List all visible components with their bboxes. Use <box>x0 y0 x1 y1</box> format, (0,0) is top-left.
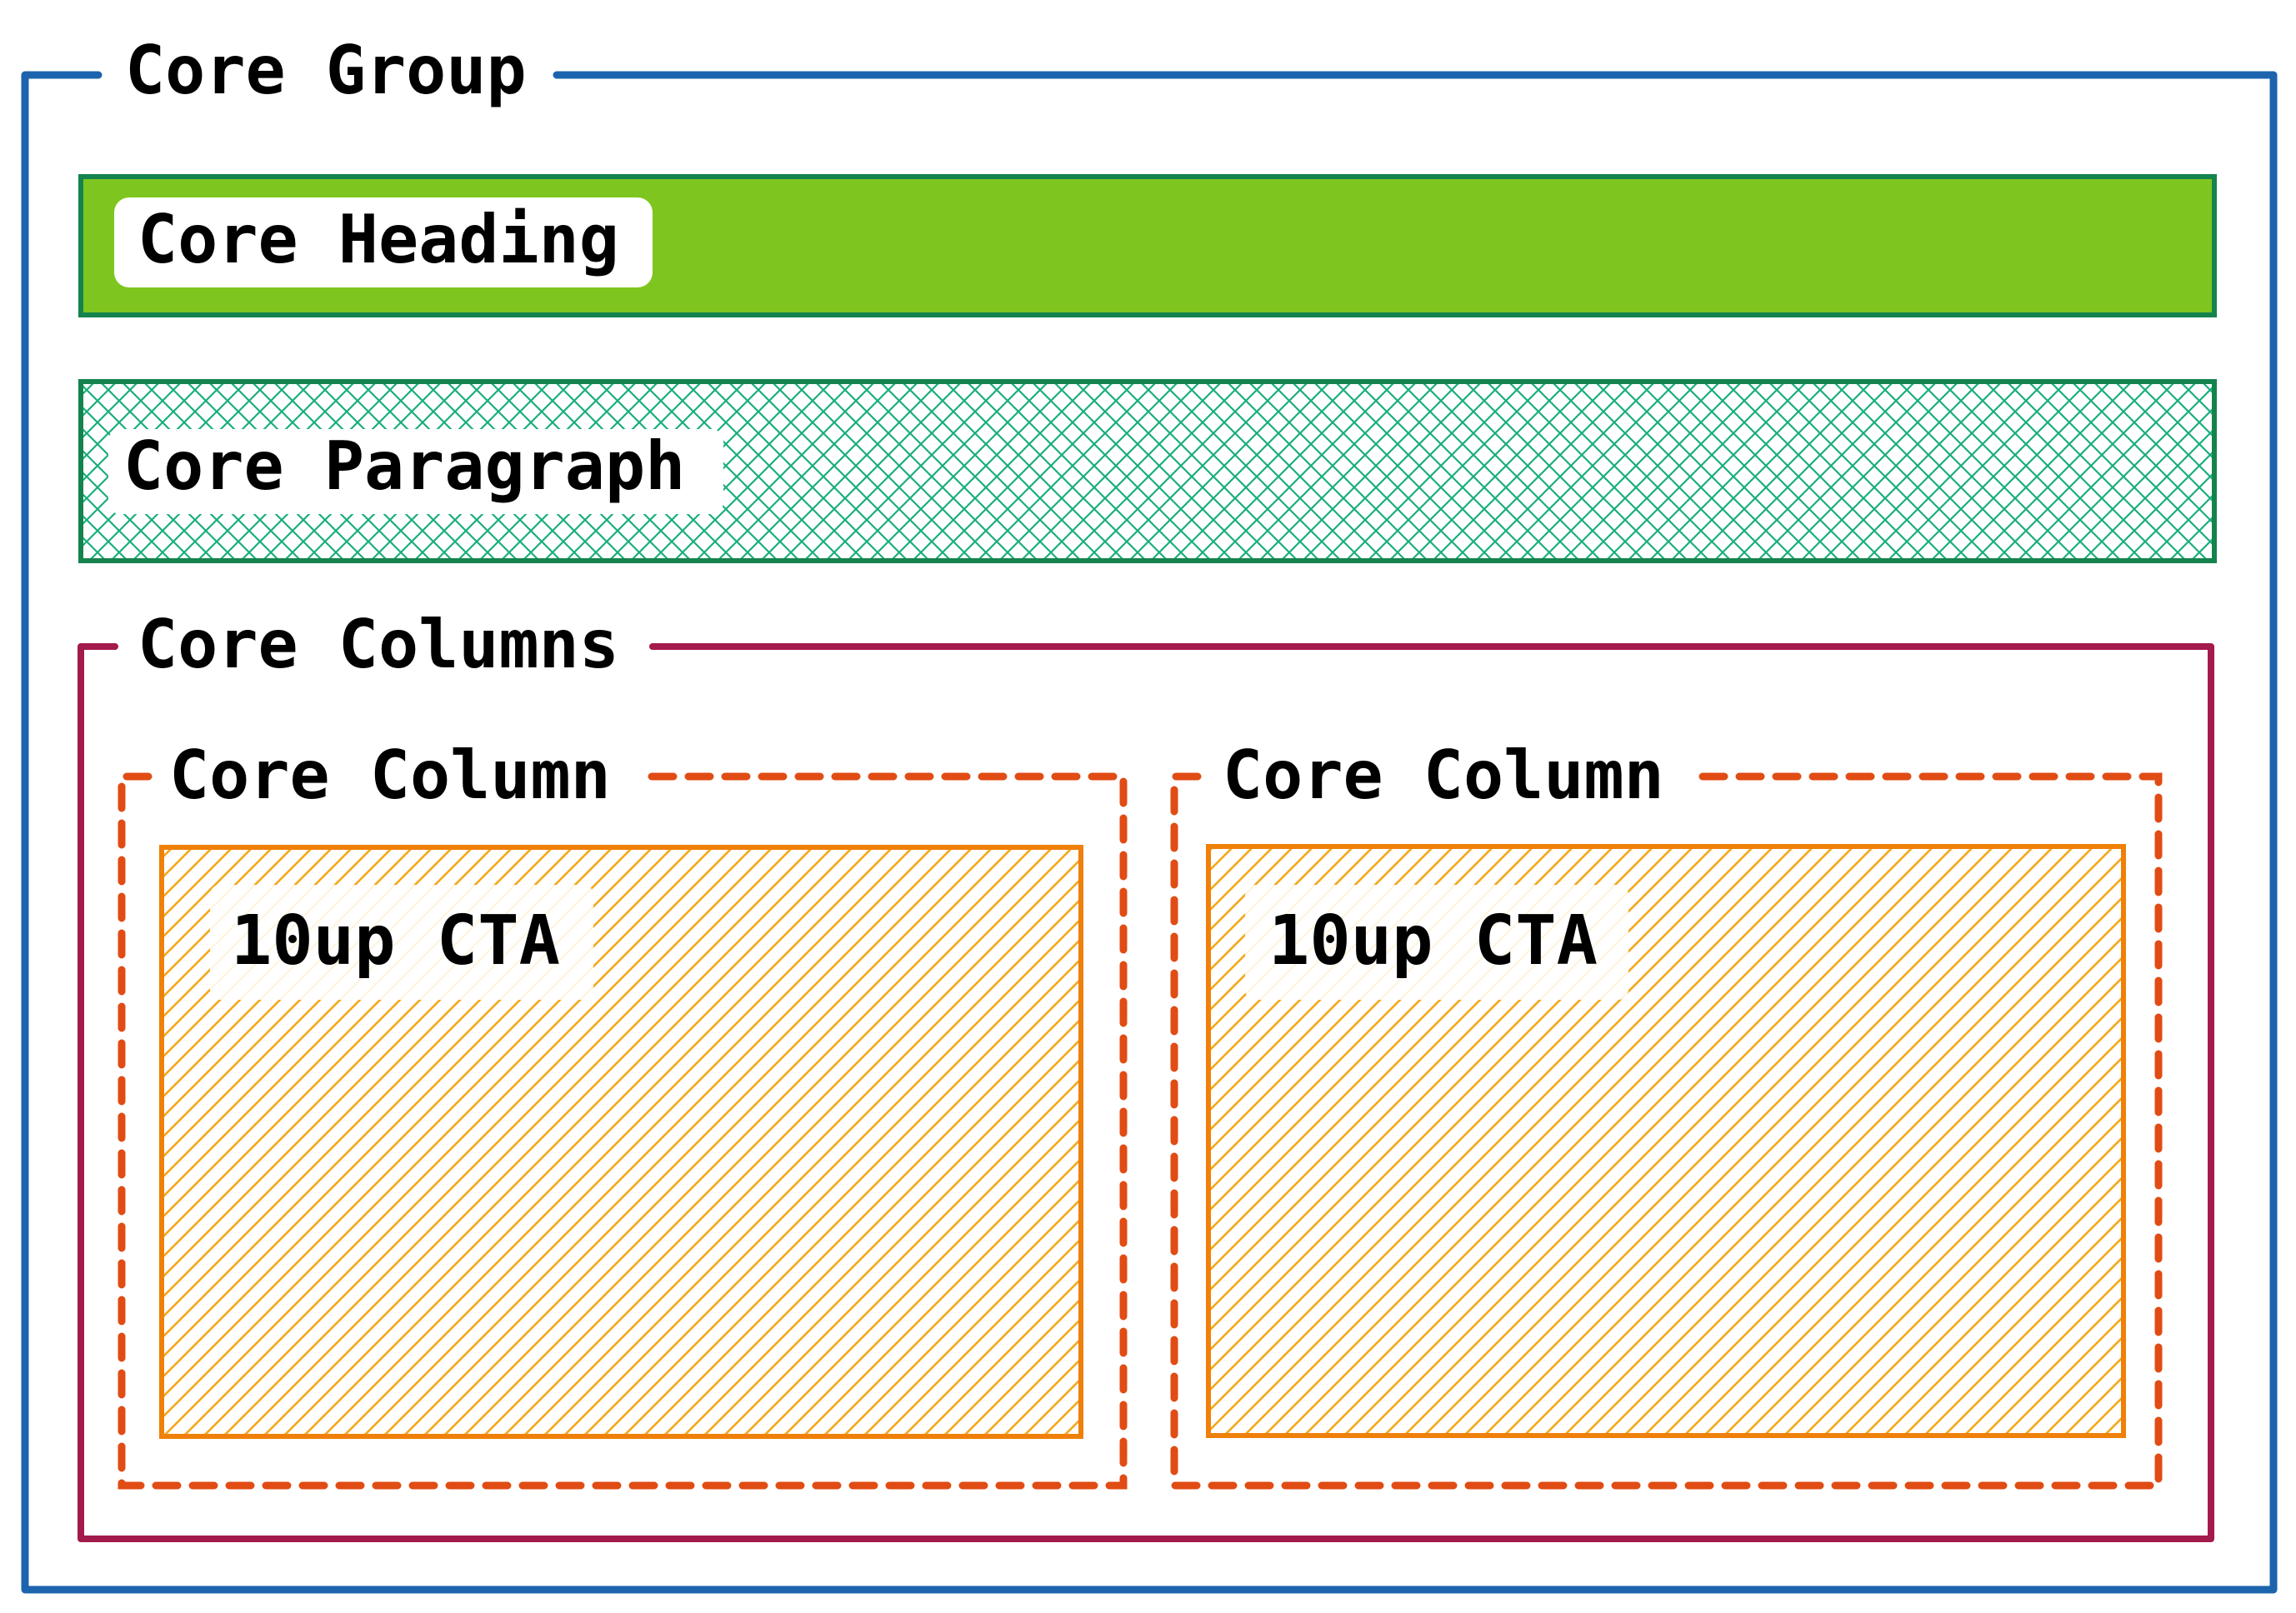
core-column-2-label: Core Column <box>1223 737 1664 814</box>
core-column-2-border <box>1170 772 2163 1490</box>
core-paragraph-label: Core Paragraph <box>123 427 685 505</box>
core-column-1-label: Core Column <box>169 737 611 814</box>
core-paragraph-label-bg <box>108 429 723 514</box>
core-group-border <box>21 71 2278 1594</box>
core-paragraph-bar <box>78 379 2217 563</box>
core-column-1-block: Core Column 10up CTA <box>118 737 1128 1490</box>
core-columns-border <box>78 643 2214 1542</box>
core-paragraph-block: Core Paragraph <box>78 379 2217 563</box>
cta-2-label: 10up CTA <box>1268 901 1598 981</box>
core-columns-label: Core Columns <box>138 606 619 683</box>
core-group-label: Core Group <box>125 32 527 109</box>
core-column-2-block: Core Column 10up CTA <box>1170 737 2163 1490</box>
core-columns-block: Core Columns <box>78 606 2214 1542</box>
core-heading-block: Core Heading <box>78 174 2217 317</box>
cta-1-label-bg <box>210 885 593 1000</box>
cta-2-label-bg <box>1245 885 1628 1000</box>
core-heading-label: Core Heading <box>138 201 619 278</box>
core-heading-label-bg <box>114 197 653 287</box>
cta-1-label: 10up CTA <box>231 901 560 981</box>
core-group-block: Core Group <box>21 32 2278 1594</box>
core-column-1-border <box>118 772 1128 1490</box>
